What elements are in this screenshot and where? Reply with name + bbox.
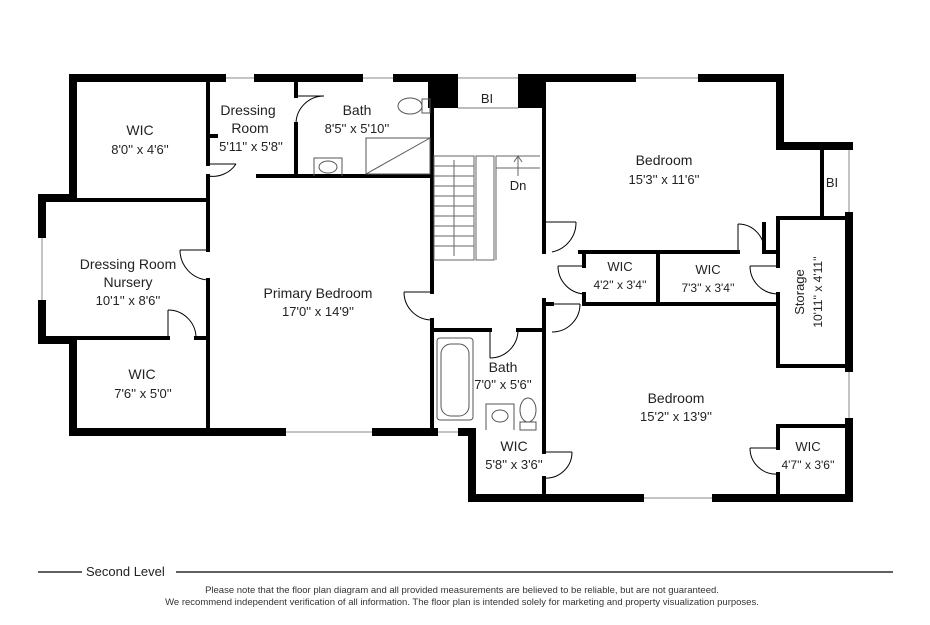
room-labels: WIC 8'0'' x 4'6'' Dressing Room 5'11'' x…	[80, 91, 838, 472]
wic-nw-name: WIC	[126, 122, 153, 138]
wic-center-bottom-dims: 5'8'' x 3'6''	[485, 457, 543, 472]
dressing-room-name-line1: Dressing	[220, 102, 275, 118]
bedroom-se-dims: 15'2'' x 13'9''	[640, 409, 712, 424]
primary-bedroom-name: Primary Bedroom	[264, 285, 373, 301]
bi-top-label: BI	[481, 91, 493, 106]
primary-bedroom-dims: 17'0'' x 14'9''	[282, 304, 354, 319]
disclaimer-line-1: Please note that the floor plan diagram …	[205, 585, 719, 596]
wic-mid-left-dims: 4'2'' x 3'4''	[593, 278, 646, 292]
bath-fixtures	[313, 97, 537, 431]
disclaimer-line-2: We recommend independent verification of…	[165, 597, 759, 608]
bath-center-dims: 7'0'' x 5'6''	[474, 377, 532, 392]
nursery-name-line2: Nursery	[103, 274, 152, 290]
bedroom-ne-dims: 15'3'' x 11'6''	[628, 172, 699, 187]
wic-mid-right-name: WIC	[695, 262, 720, 277]
wic-mid-left-name: WIC	[607, 259, 632, 274]
bedroom-ne-name: Bedroom	[636, 152, 693, 168]
wall-block-right	[518, 74, 544, 108]
dressing-room-name-line2: Room	[231, 120, 268, 136]
wic-se-name: WIC	[795, 439, 820, 454]
stairs-down-label: Dn	[510, 178, 527, 193]
storage-name: Storage	[792, 269, 807, 315]
nursery-name-line1: Dressing Room	[80, 256, 176, 272]
bedroom-se-name: Bedroom	[648, 390, 705, 406]
wic-nw-dims: 8'0'' x 4'6''	[111, 142, 169, 157]
bi-right-label: BI	[826, 175, 838, 190]
wall-block-left	[428, 74, 458, 108]
level-label: Second Level	[86, 564, 165, 579]
bath-top-dims: 8'5'' x 5'10''	[325, 121, 390, 136]
staircase	[433, 155, 540, 261]
door-swings	[167, 95, 779, 479]
windows	[38, 74, 853, 502]
bath-top-name: Bath	[343, 102, 372, 118]
wic-mid-right-dims: 7'3'' x 3'4''	[681, 281, 734, 295]
footer: Second Level Please note that the floor …	[38, 564, 893, 608]
wic-sw-dims: 7'6'' x 5'0''	[114, 386, 172, 401]
storage-dims: 10'11'' x 4'11''	[811, 256, 825, 327]
wic-se-dims: 4'7'' x 3'6''	[781, 458, 834, 472]
wic-center-bottom-name: WIC	[500, 438, 527, 454]
nursery-dims: 10'1'' x 8'6''	[96, 293, 161, 308]
wic-sw-name: WIC	[128, 366, 155, 382]
dressing-room-dims: 5'11'' x 5'8''	[219, 139, 283, 154]
bath-center-name: Bath	[489, 359, 518, 375]
interior-walls	[42, 78, 851, 498]
